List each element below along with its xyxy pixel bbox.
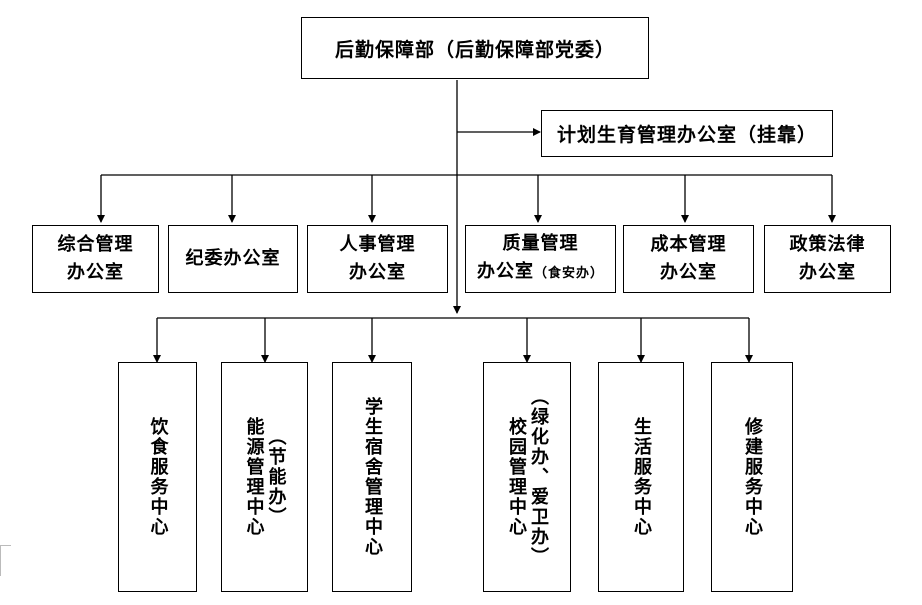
center-label: 饮食服务中心 — [147, 417, 169, 537]
center-label: 修建服务中心 — [742, 417, 763, 537]
office-line2-row: 办公室（食安办） — [477, 258, 604, 288]
top-node: 后勤保障部（后勤保障部党委） — [301, 17, 649, 79]
page-corner-mark — [0, 545, 11, 576]
office-line2: 办公室 — [349, 262, 406, 283]
office-line1: 人事管理 — [339, 234, 416, 255]
office-line2: 办公室 — [799, 262, 856, 283]
center-label: 校园管理中心 — [506, 417, 527, 537]
office-line1: 质量管理 — [502, 233, 579, 254]
center-node: 能源管理中心 （节能办） — [221, 362, 308, 592]
office-node: 政策法律 办公室 — [764, 225, 891, 293]
center-node: 修建服务中心 — [711, 362, 793, 592]
center-label: 生活服务中心 — [631, 417, 652, 537]
center-node: 饮食服务中心 — [118, 362, 197, 592]
center-node: 生活服务中心 — [598, 362, 684, 592]
center-label: 学生宿舍管理中心 — [362, 397, 383, 557]
office-line2: 办公室 — [476, 261, 534, 282]
office-node: 综合管理 办公室 — [32, 225, 159, 293]
office-line1: 纪委办公室 — [185, 248, 281, 269]
center-node: 校园管理中心 （绿化办、爱卫办） — [483, 362, 571, 592]
office-node: 成本管理 办公室 — [623, 225, 754, 293]
center-sublabel: （节能办） — [265, 427, 287, 527]
center-sublabel: （绿化办、爱卫办） — [528, 387, 549, 567]
side-node-label: 计划生育管理办公室（挂靠） — [556, 124, 817, 146]
office-line1: 政策法律 — [789, 234, 866, 255]
office-suffix: （食安办） — [533, 266, 604, 281]
office-node: 纪委办公室 — [168, 225, 298, 293]
center-node: 学生宿舍管理中心 — [332, 362, 412, 592]
side-node: 计划生育管理办公室（挂靠） — [541, 110, 833, 157]
center-label: 能源管理中心 — [243, 417, 265, 537]
top-node-label: 后勤保障部（后勤保障部党委） — [334, 38, 615, 61]
office-node: 质量管理 办公室（食安办） — [465, 225, 616, 293]
office-line1: 综合管理 — [57, 234, 134, 255]
office-line2: 办公室 — [660, 262, 717, 283]
office-line1: 成本管理 — [650, 234, 727, 255]
office-node: 人事管理 办公室 — [307, 225, 448, 293]
office-line2: 办公室 — [67, 262, 124, 283]
